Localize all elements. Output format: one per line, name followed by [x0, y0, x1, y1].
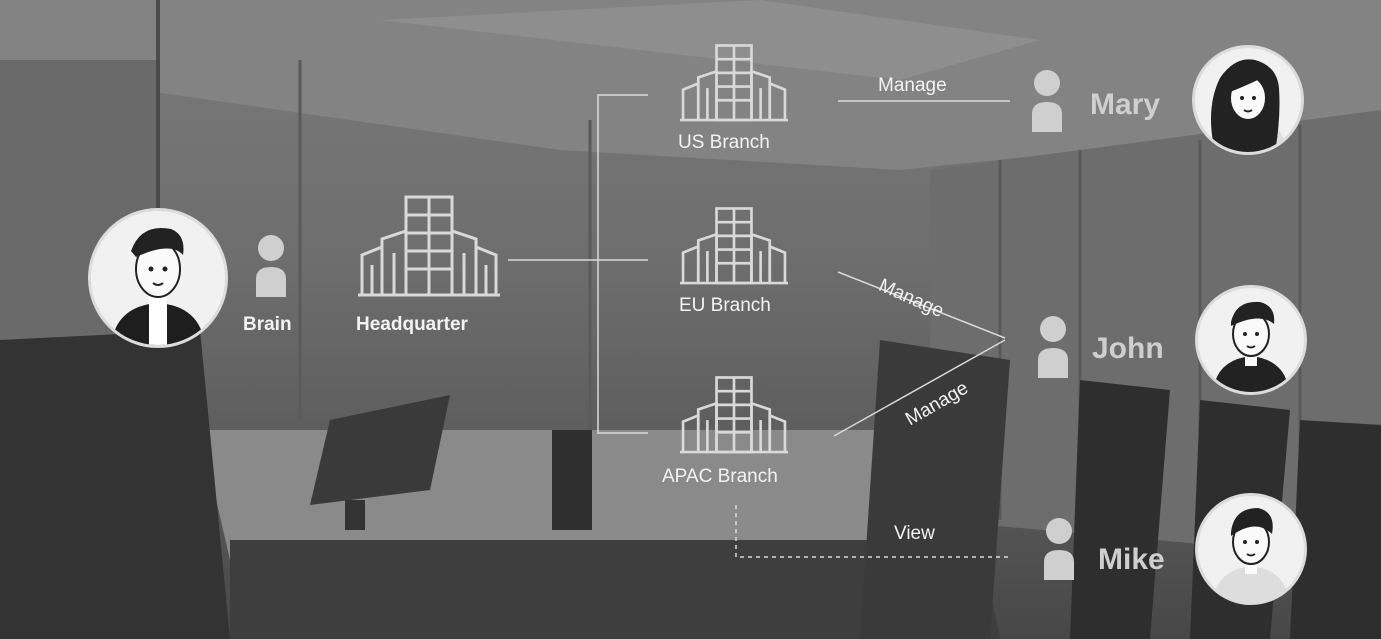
- brain-label: Brain: [243, 314, 292, 335]
- apac-mike-connector: [735, 505, 1010, 558]
- us-branch-label: US Branch: [678, 132, 770, 153]
- john-label: John: [1092, 332, 1164, 365]
- building-icon: [680, 207, 788, 285]
- person-icon: [1038, 316, 1068, 378]
- mike-label: Mike: [1098, 543, 1165, 576]
- person-icon: [1032, 70, 1062, 132]
- relation-label-mary-us: Manage: [878, 75, 947, 96]
- brain-avatar: [88, 208, 228, 348]
- headquarter-label: Headquarter: [356, 314, 468, 335]
- building-icon: [358, 195, 500, 297]
- relation-label-mike-apac: View: [894, 523, 935, 544]
- john-avatar: [1195, 285, 1307, 395]
- building-icon: [680, 44, 788, 122]
- building-icon: [680, 376, 788, 454]
- mary-label: Mary: [1090, 88, 1161, 121]
- person-icon: [1044, 518, 1074, 580]
- apac-john-connector: [833, 339, 1006, 437]
- mike-avatar: [1195, 493, 1307, 605]
- eu-branch-label: EU Branch: [679, 295, 771, 316]
- mary-avatar: [1192, 45, 1304, 155]
- person-icon: [256, 235, 286, 297]
- eu-john-connector: [837, 271, 1006, 339]
- branch-bracket: [597, 94, 648, 434]
- apac-branch-label: APAC Branch: [662, 466, 778, 487]
